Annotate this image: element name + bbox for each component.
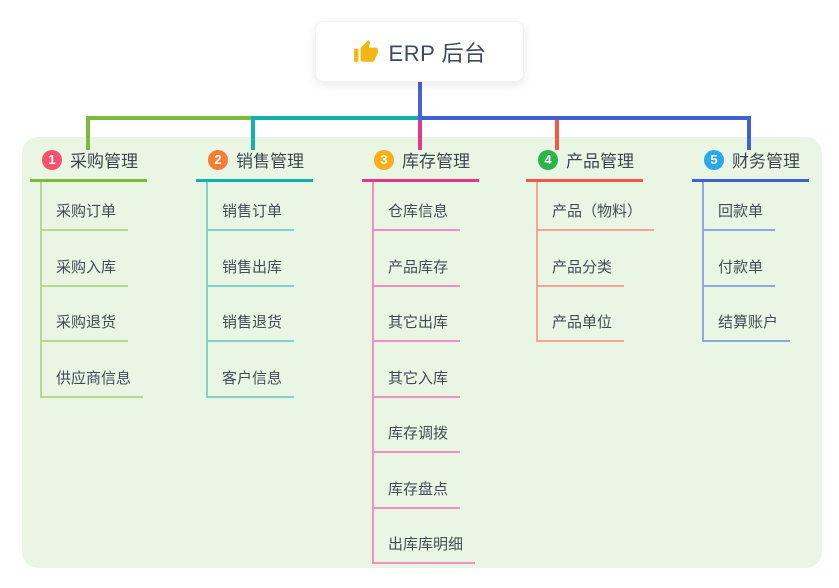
branch-columns: 1 采购管理 采购订单 采购入库 采购退货 供应商信息 2 销售管理 销售订单 … — [22, 137, 822, 568]
branch-children: 仓库信息 产品库存 其它出库 其它入库 库存调拨 库存盘点 出库库明细 — [372, 182, 479, 564]
child-topic-label: 库存盘点 — [388, 480, 449, 498]
branch-label: 库存管理 — [402, 152, 470, 171]
child-topic-label: 采购入库 — [56, 258, 117, 276]
branch-children: 采购订单 采购入库 采购退货 供应商信息 — [40, 182, 147, 398]
child-topic[interactable]: 产品分类 — [538, 231, 625, 287]
child-topic[interactable]: 销售退货 — [208, 287, 295, 342]
branch-children: 销售订单 销售出库 销售退货 客户信息 — [206, 182, 313, 398]
child-topic-label: 产品分类 — [552, 258, 613, 276]
child-topic-label: 回款单 — [718, 203, 764, 220]
child-topic-label: 出库库明细 — [388, 536, 464, 553]
child-topic-label: 产品库存 — [388, 258, 449, 276]
child-topic-label: 产品（物料） — [552, 203, 643, 220]
child-topic[interactable]: 仓库信息 — [374, 182, 461, 231]
branch-number-badge: 2 — [208, 149, 228, 170]
branch-header[interactable]: 5 财务管理 — [692, 147, 809, 182]
thumbs-up-icon — [353, 39, 378, 62]
child-topic[interactable]: 销售出库 — [208, 231, 295, 287]
root-title: ERP 后台 — [388, 40, 487, 66]
child-topic[interactable]: 供应商信息 — [42, 342, 144, 398]
child-topic-label: 产品单位 — [552, 314, 613, 331]
branch-number-badge: 4 — [538, 149, 558, 170]
child-topic-label: 供应商信息 — [56, 369, 132, 387]
child-topic-label: 销售订单 — [222, 203, 283, 220]
branch-children: 产品（物料） 产品分类 产品单位 — [536, 182, 655, 342]
child-topic[interactable]: 结算账户 — [704, 287, 791, 342]
child-topic-label: 其它入库 — [388, 369, 449, 387]
branch: 3 库存管理 仓库信息 产品库存 其它出库 其它入库 库存调拨 库存盘点 出库库… — [362, 147, 479, 564]
child-topic-label: 客户信息 — [222, 369, 283, 387]
child-topic[interactable]: 付款单 — [704, 231, 776, 287]
branch-header[interactable]: 3 库存管理 — [362, 147, 479, 182]
child-topic[interactable]: 产品库存 — [374, 231, 461, 287]
child-topic[interactable]: 客户信息 — [208, 342, 295, 398]
child-topic[interactable]: 采购入库 — [42, 231, 129, 287]
branch: 1 采购管理 采购订单 采购入库 采购退货 供应商信息 — [30, 147, 147, 398]
branch-children: 回款单 付款单 结算账户 — [702, 182, 809, 342]
child-topic[interactable]: 出库库明细 — [374, 509, 476, 564]
child-topic-label: 仓库信息 — [388, 203, 449, 220]
child-topic[interactable]: 采购订单 — [42, 182, 129, 231]
branch-number-badge: 3 — [374, 149, 394, 170]
child-topic-label: 采购退货 — [56, 314, 117, 331]
child-topic-label: 采购订单 — [56, 203, 117, 220]
child-topic-label: 结算账户 — [718, 314, 779, 331]
child-topic[interactable]: 采购退货 — [42, 287, 129, 342]
child-topic[interactable]: 库存盘点 — [374, 453, 461, 509]
child-topic-label: 付款单 — [718, 258, 764, 276]
child-topic[interactable]: 其它出库 — [374, 287, 461, 342]
child-topic[interactable]: 其它入库 — [374, 342, 461, 398]
branch: 4 产品管理 产品（物料） 产品分类 产品单位 — [526, 147, 655, 342]
root-node[interactable]: ERP 后台 — [315, 21, 524, 82]
branch: 2 销售管理 销售订单 销售出库 销售退货 客户信息 — [196, 147, 313, 398]
child-topic-label: 销售出库 — [222, 258, 283, 276]
branch-header[interactable]: 2 销售管理 — [196, 147, 313, 182]
branches-panel — [22, 137, 822, 568]
branch-header[interactable]: 4 产品管理 — [526, 147, 643, 182]
child-topic-label: 其它出库 — [388, 314, 449, 331]
branch-number-badge: 5 — [704, 149, 724, 170]
branch-label: 采购管理 — [70, 152, 138, 171]
child-topic-label: 销售退货 — [222, 314, 283, 331]
branch-label: 财务管理 — [732, 152, 800, 171]
branch-number-badge: 1 — [42, 149, 62, 170]
branch-label: 产品管理 — [566, 152, 634, 171]
child-topic[interactable]: 回款单 — [704, 182, 776, 231]
child-topic[interactable]: 销售订单 — [208, 182, 295, 231]
child-topic[interactable]: 产品（物料） — [538, 182, 655, 231]
child-topic-label: 库存调拨 — [388, 425, 449, 442]
branch-header[interactable]: 1 采购管理 — [30, 147, 147, 182]
branch: 5 财务管理 回款单 付款单 结算账户 — [692, 147, 809, 342]
child-topic[interactable]: 库存调拨 — [374, 398, 461, 453]
branch-label: 销售管理 — [236, 152, 304, 171]
child-topic[interactable]: 产品单位 — [538, 287, 625, 342]
